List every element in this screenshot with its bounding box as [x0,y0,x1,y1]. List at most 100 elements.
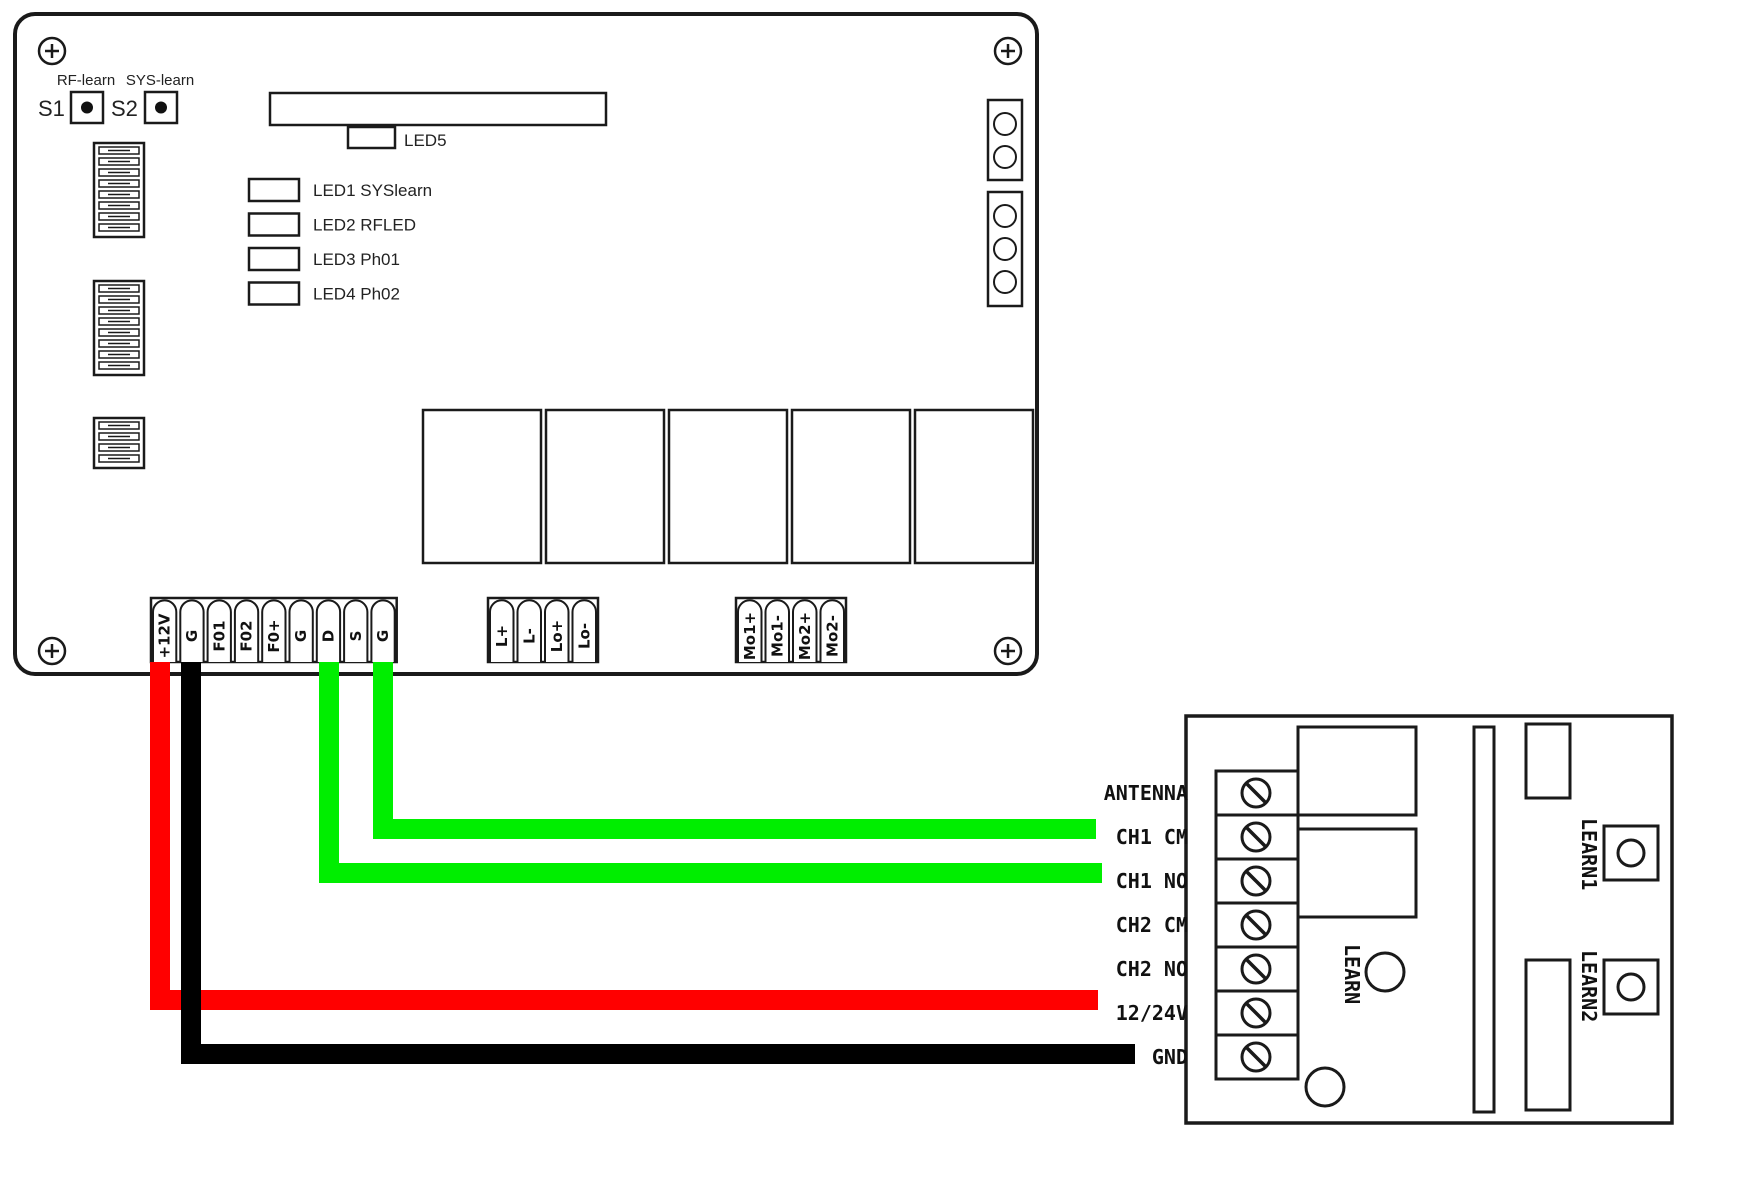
terminal-pin-g[interactable]: G [288,599,314,662]
terminal-pin-label: G [374,630,392,642]
wiring [150,662,1135,1064]
receiver-terminal-label: CH1 CM [1116,825,1188,849]
receiver-chip-bottom [1524,958,1572,1112]
led-led3: LED3 Ph01 [247,246,400,272]
receiver-terminal-label: 12/24V [1116,1001,1188,1025]
terminal-pin-label: F01 [210,620,228,651]
plus-circle-icon [37,636,67,666]
wire-12v-red [150,662,1098,1010]
screw-slot-icon[interactable] [1240,821,1272,853]
mounting-holes [37,36,1023,666]
terminal-pin-label: L+ [493,625,511,647]
led-led1: LED1 SYSlearn [247,177,432,203]
relay-row [421,408,1035,565]
terminal-block-motor: Mo1+ Mo1- Mo2+ Mo2- [734,596,848,664]
terminal-pin-l[interactable]: L- [516,599,542,662]
terminal-pin-mo1[interactable]: Mo1- [764,599,790,662]
led-led4: LED4 Ph02 [247,281,400,306]
terminal-pin-label: Mo1- [768,615,786,657]
plus-circle-icon [37,36,67,66]
learn1-button[interactable] [1616,838,1646,868]
wire-d-green [319,662,1102,883]
learn2-button[interactable] [1616,972,1646,1002]
wire-g-green [373,662,1096,839]
learn2-label: LEARN2 [1577,950,1601,1022]
terminal-pin-label: F02 [238,620,256,651]
receiver-terminal-label: CH2 CM [1116,913,1188,937]
led-indicator [247,281,301,306]
dip-switch-banks [92,141,146,470]
led-label: LED1 SYSlearn [313,181,432,200]
screw-slot-icon[interactable] [1240,1041,1272,1073]
learn-label: LEARN [1340,944,1364,1004]
terminal-pin-d[interactable]: D [315,599,342,662]
terminal-pin-label: Mo2+ [796,612,814,660]
led5-label: LED5 [404,131,447,150]
receiver-chip-top [1524,722,1572,800]
terminal-pin-g[interactable]: G [179,599,205,662]
control-board: RF-learn SYS-learn S1 S2 LED5 LED1 SYSle… [13,12,1039,676]
terminal-pin-label: F0+ [265,619,283,652]
pin-hole [993,270,1017,294]
terminal-pin-f02[interactable]: F02 [233,599,260,662]
led-indicator [247,246,301,272]
learn-button[interactable] [1364,951,1406,993]
terminal-pin-label: L- [520,628,538,644]
led5 [346,125,397,150]
terminal-pin-lo[interactable]: Lo- [571,599,597,662]
terminal-pin-label: Lo- [575,623,593,649]
receiver-terminal-label: GND [1152,1045,1188,1069]
terminal-pin-mo1[interactable]: Mo1+ [737,599,763,662]
receiver-relay-1 [1296,725,1418,817]
dip-switch-bank [92,416,146,470]
screw-slot-icon[interactable] [1240,777,1272,809]
led-label: LED2 RFLED [313,216,416,235]
terminal-pin-g[interactable]: G [370,599,396,662]
terminal-pin-f0[interactable]: F0+ [261,599,287,662]
screw-slot-icon[interactable] [1240,997,1272,1029]
screw-slot-icon[interactable] [1240,909,1272,941]
terminal-pin-f01[interactable]: F01 [206,599,232,662]
terminal-block-lamp: L+ L- Lo+ Lo- [486,596,600,664]
plus-circle-icon [993,636,1023,666]
pin-hole [993,112,1017,136]
terminal-pin-label: G [292,630,310,642]
receiver-hole [1304,1066,1346,1108]
dip-switch-bank [92,141,146,239]
relay [667,408,789,565]
pin-hole [993,204,1017,228]
receiver-screw-terminals [1214,769,1300,1081]
button-s1-label: S1 [38,96,65,121]
terminal-pin-label: S [347,631,365,642]
terminal-pin-12v[interactable]: +12V [152,599,178,662]
relay [544,408,666,565]
relay [913,408,1035,565]
screw-slot-icon[interactable] [1240,865,1272,897]
terminal-pin-label: Mo2- [823,615,841,657]
receiver-relay-2 [1296,827,1418,919]
wire-gnd-black [181,662,1135,1064]
plus-circle-icon [993,36,1023,66]
receiver-strip [1472,725,1496,1114]
led-label: LED3 Ph01 [313,250,400,269]
terminal-pin-label: Mo1+ [741,612,759,660]
terminal-pin-lo[interactable]: Lo+ [544,599,570,662]
terminal-pin-label: G [183,630,201,642]
screw-slot-icon[interactable] [1240,953,1272,985]
terminal-pin-s[interactable]: S [343,599,369,662]
led-indicator [247,212,301,237]
learn1-label: LEARN1 [1577,818,1601,890]
side-connectors [986,98,1024,308]
terminal-pin-label: D [319,630,337,642]
terminal-pin-l[interactable]: L+ [489,599,515,662]
terminal-pin-mo2[interactable]: Mo2- [819,599,845,662]
button-s2-label: S2 [111,96,138,121]
pin-hole [993,237,1017,261]
terminal-pin-mo2[interactable]: Mo2+ [792,599,818,662]
receiver-terminal-label: CH1 NO [1116,869,1188,893]
button-s2-caption: SYS-learn [126,72,194,89]
